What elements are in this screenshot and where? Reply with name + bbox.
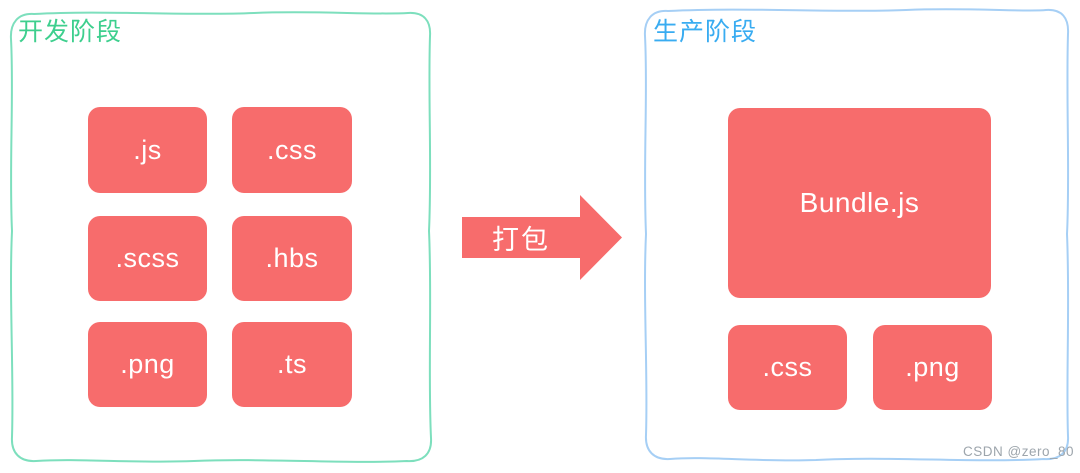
bundle-js-box: Bundle.js: [728, 108, 991, 298]
file-box-css: .css: [232, 107, 352, 193]
file-box-js: .js: [88, 107, 207, 193]
pack-arrow-label: 打包: [492, 225, 550, 255]
pack-arrow-shape: [462, 195, 622, 280]
file-box-scss: .scss: [88, 216, 207, 301]
dev-panel-border-path: [9, 11, 433, 463]
file-box-ts: .ts: [232, 322, 352, 407]
prod-panel-title: 生产阶段: [653, 18, 758, 46]
file-box-hbs: .hbs: [232, 216, 352, 301]
prod-file-box-png: .png: [873, 325, 992, 410]
dev-panel-border: [9, 11, 433, 463]
file-box-png: .png: [88, 322, 207, 407]
dev-panel-title: 开发阶段: [18, 18, 123, 46]
pack-arrow-right-icon: [462, 195, 622, 280]
prod-file-box-css: .css: [728, 325, 847, 410]
csdn-watermark: CSDN @zero_80: [963, 444, 1074, 459]
